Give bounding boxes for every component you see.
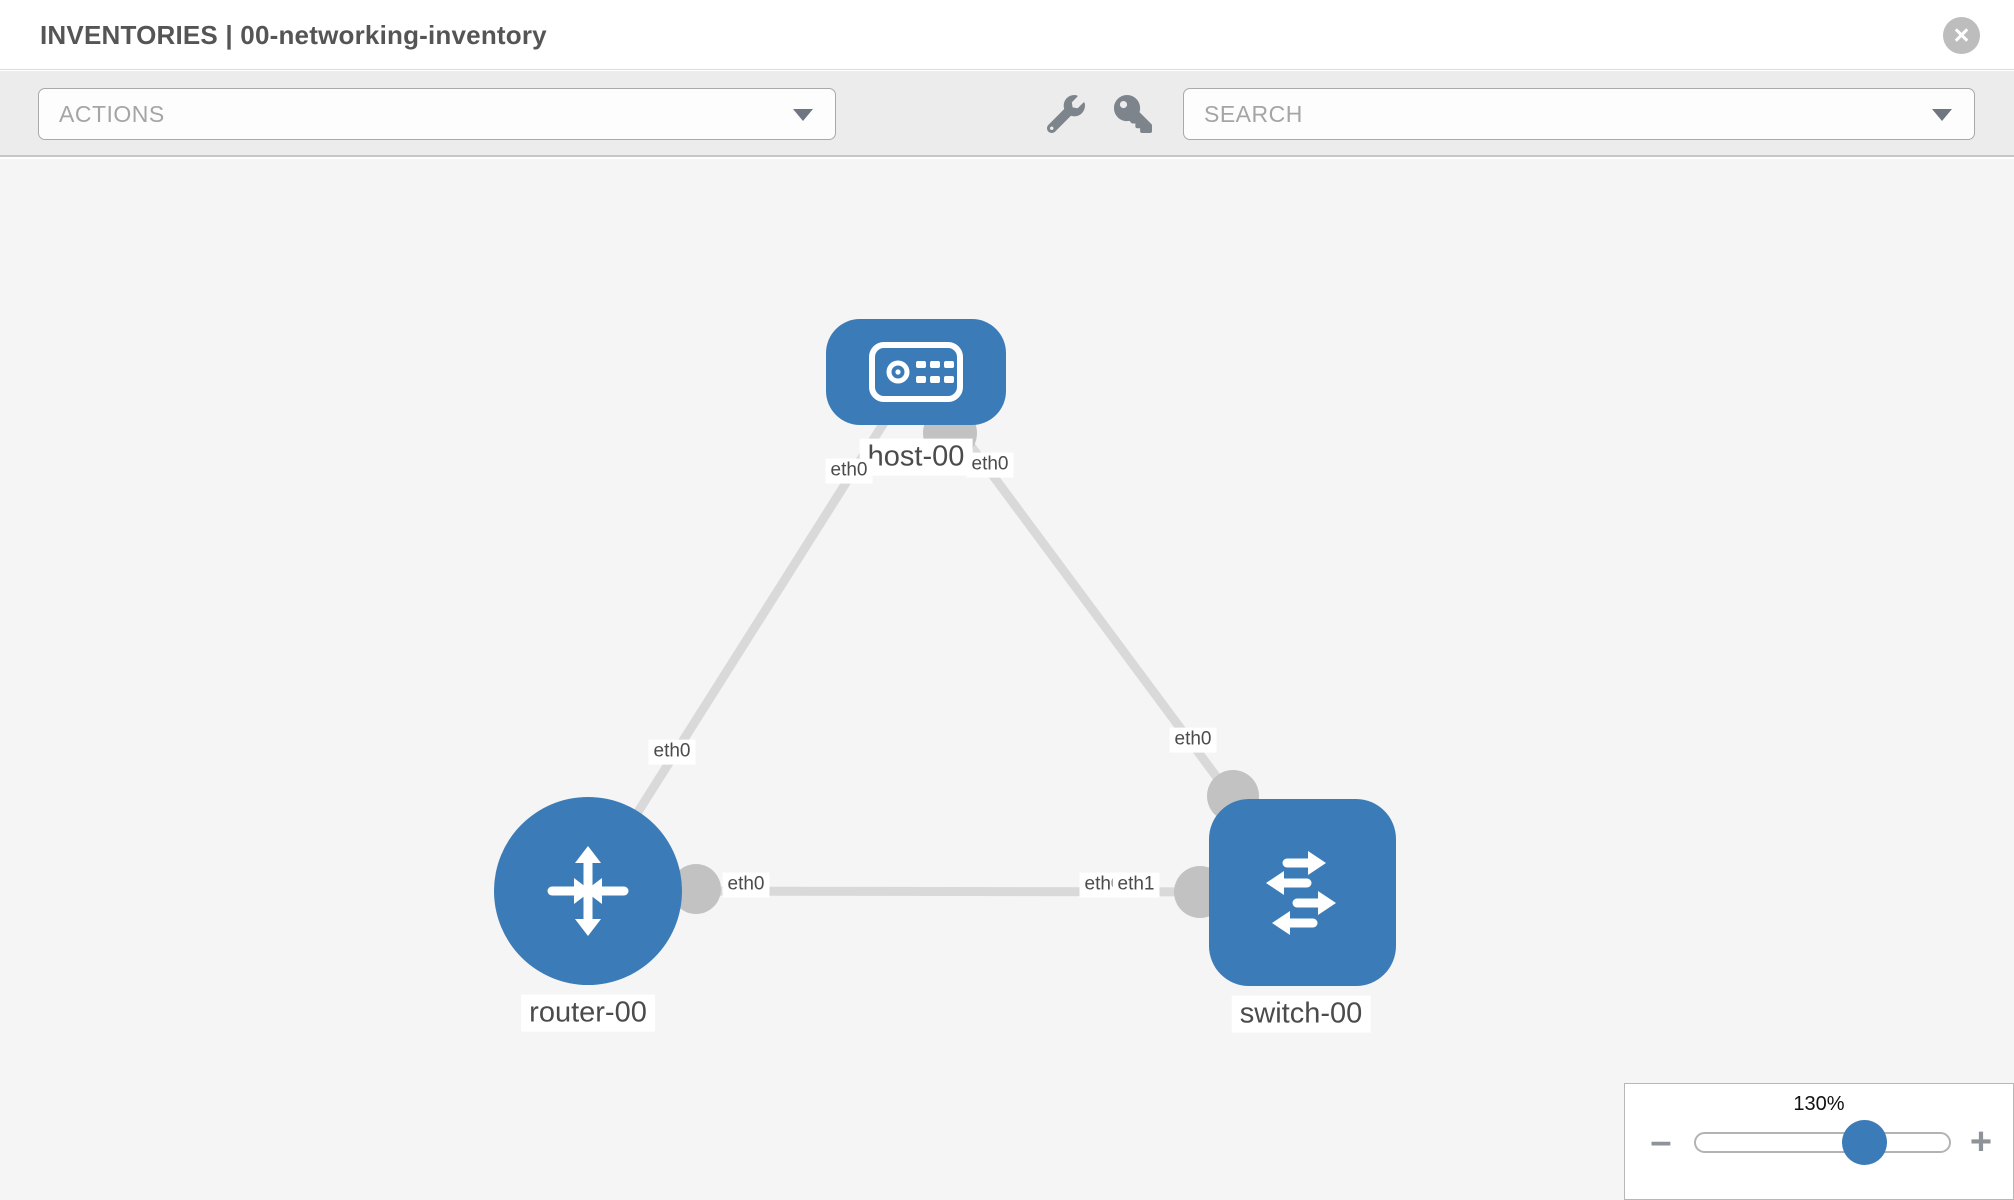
chevron-down-icon bbox=[793, 109, 813, 121]
minus-icon: – bbox=[1650, 1121, 1672, 1163]
actions-select-label: ACTIONS bbox=[59, 100, 165, 127]
page-title: INVENTORIES | 00-networking-inventory bbox=[40, 20, 547, 50]
interface-label: eth1 bbox=[1112, 872, 1160, 898]
plus-icon: + bbox=[1969, 1121, 1993, 1163]
switch-icon bbox=[1266, 851, 1336, 935]
node-label-router: router-00 bbox=[521, 994, 655, 1032]
topology-svg bbox=[494, 319, 1396, 986]
zoom-out-button[interactable]: – bbox=[1641, 1120, 1681, 1164]
interface-label: eth0 bbox=[966, 452, 1014, 478]
wrench-icon[interactable] bbox=[1046, 95, 1085, 134]
search-select-label: SEARCH bbox=[1204, 100, 1303, 127]
zoom-in-button[interactable]: + bbox=[1961, 1120, 2001, 1164]
search-select[interactable]: SEARCH bbox=[1183, 88, 1975, 140]
interface-label: eth0 bbox=[1169, 727, 1217, 753]
interface-label: eth0 bbox=[722, 872, 770, 898]
node-label-switch: switch-00 bbox=[1231, 995, 1371, 1033]
actions-select[interactable]: ACTIONS bbox=[38, 88, 836, 140]
close-icon: × bbox=[1953, 20, 1970, 50]
app-header: INVENTORIES | 00-networking-inventory × bbox=[0, 0, 2014, 70]
node-switch-00[interactable] bbox=[1209, 799, 1396, 986]
zoom-slider-track[interactable] bbox=[1694, 1132, 1951, 1153]
chevron-down-icon bbox=[1932, 109, 1952, 121]
topology-canvas[interactable]: host-00 router-00 switch-00 eth0 eth0 et… bbox=[0, 159, 2014, 1200]
close-button[interactable]: × bbox=[1943, 17, 1980, 54]
key-icon[interactable] bbox=[1114, 95, 1152, 133]
node-router-00[interactable] bbox=[494, 797, 682, 985]
node-host-00[interactable] bbox=[826, 319, 1006, 425]
node-label-host: host-00 bbox=[859, 438, 973, 476]
router-icon bbox=[547, 846, 629, 936]
zoom-value: 130% bbox=[1793, 1093, 1845, 1115]
zoom-panel: 130% – + bbox=[1624, 1083, 2014, 1200]
toolbar: ACTIONS SEARCH bbox=[0, 71, 2014, 157]
connector-router-right bbox=[671, 864, 721, 914]
interface-label: eth0 bbox=[825, 458, 873, 484]
server-icon bbox=[869, 342, 963, 402]
zoom-slider-thumb[interactable] bbox=[1842, 1120, 1887, 1165]
interface-label: eth0 bbox=[648, 739, 696, 765]
